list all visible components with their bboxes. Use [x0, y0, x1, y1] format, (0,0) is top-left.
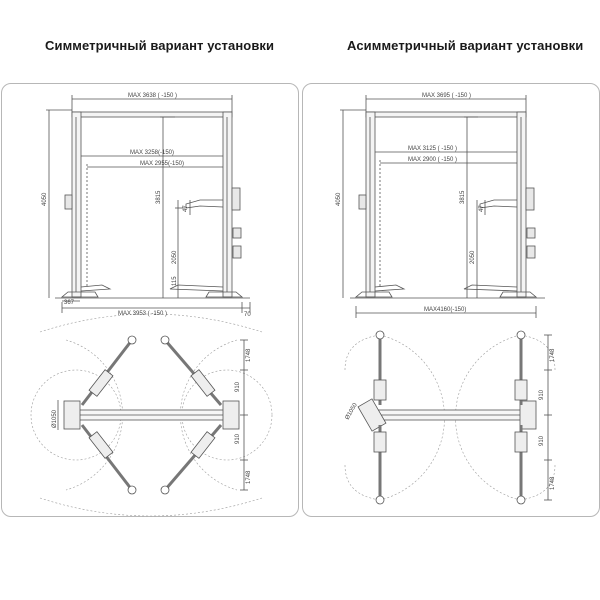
panel-symmetric [1, 83, 299, 517]
dim-right-diameter: Ø1050 [345, 402, 360, 421]
dim-left-post-height: 2050 [172, 250, 178, 264]
dim-right-arm-top: 1748 [550, 348, 556, 362]
dim-left-height-lift: 3815 [156, 190, 162, 204]
dim-right-gap-bottom: 910 [539, 435, 545, 446]
dim-right-gap-top: 910 [539, 389, 545, 400]
dim-right-max-bottom: MAX4160(-150) [424, 307, 466, 313]
dim-left-height-total: 4050 [42, 192, 48, 206]
dim-left-max-top: MAX 3638 ( -150 ) [128, 93, 177, 99]
dim-left-base-left: 367 [64, 300, 75, 306]
dim-left-max-mid: MAX 3258(-150) [130, 150, 174, 156]
dim-right-pad-drop: 47 [479, 205, 485, 212]
left-top-view [30, 313, 273, 517]
dim-right-height-lift: 3815 [460, 190, 466, 204]
dim-left-pad-low: 115 [172, 276, 178, 286]
dim-left-max-bottom: MAX 3953 ( -150 ) [118, 311, 167, 317]
dim-left-arm-bottom: 1748 [246, 470, 252, 484]
dim-right-arm-bottom: 1748 [550, 476, 556, 490]
dim-left-diameter: Ø1050 [52, 409, 58, 428]
dim-right-max-mid: MAX 3125 ( -150 ) [408, 146, 457, 152]
left-front-view [46, 95, 251, 313]
dim-left-arm-top: 1748 [246, 348, 252, 362]
right-top-view [344, 330, 556, 505]
dim-right-max-inner: MAX 2900 ( -150 ) [408, 157, 457, 163]
dim-left-max-inner: MAX 2955(-150) [140, 161, 184, 167]
title-asymmetric: Асимметричный вариант установки [347, 38, 584, 53]
dim-left-gap-bottom: 910 [235, 433, 241, 444]
dim-right-max-top: MAX 3695 ( -150 ) [422, 93, 471, 99]
dim-right-height-total: 4050 [336, 192, 342, 206]
dim-right-post-height: 2050 [470, 250, 476, 264]
title-symmetric: Симметричный вариант установки [45, 38, 275, 53]
dim-left-base-right: 70 [244, 312, 251, 318]
dim-left-gap-top: 910 [235, 381, 241, 392]
right-front-view [340, 95, 545, 318]
dim-left-pad-drop: 47 [183, 205, 189, 212]
